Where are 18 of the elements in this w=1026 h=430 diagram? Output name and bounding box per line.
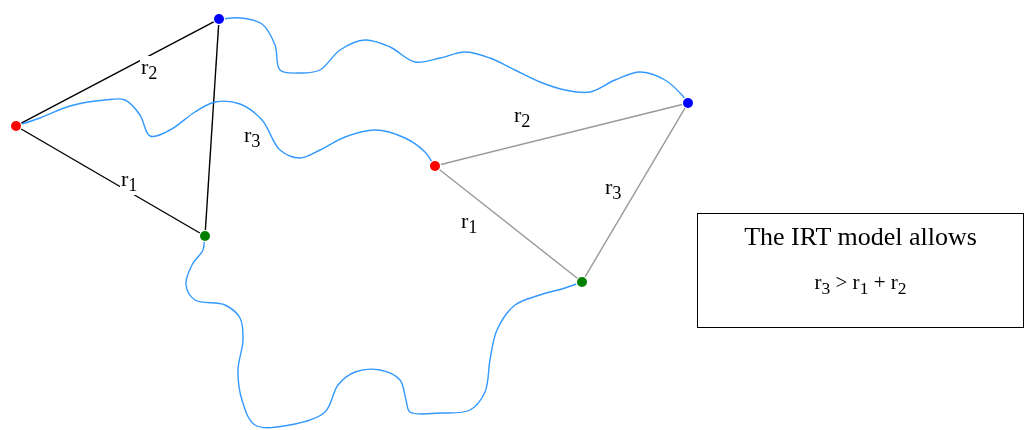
distance-line: [204, 24, 220, 231]
point-marker: [683, 98, 693, 108]
distance-line: [20, 128, 201, 234]
distance-line: [20, 21, 215, 124]
text-box: [697, 213, 1024, 328]
box-heading: The IRT model allows: [743, 222, 978, 252]
point-marker: [577, 277, 587, 287]
distance-line: [584, 107, 686, 278]
distance-line: [440, 103, 683, 166]
wavy-path: [224, 17, 686, 99]
inequality-text: r$_{3}$ > r$_{1}$ + r$_{2}$: [813, 270, 908, 300]
point-marker: [430, 161, 440, 171]
point-marker: [214, 14, 224, 24]
distance-line: [439, 169, 578, 279]
wavy-path: [185, 241, 578, 429]
wavy-path: [21, 98, 433, 162]
point-marker: [11, 121, 21, 131]
point-marker: [200, 231, 210, 241]
